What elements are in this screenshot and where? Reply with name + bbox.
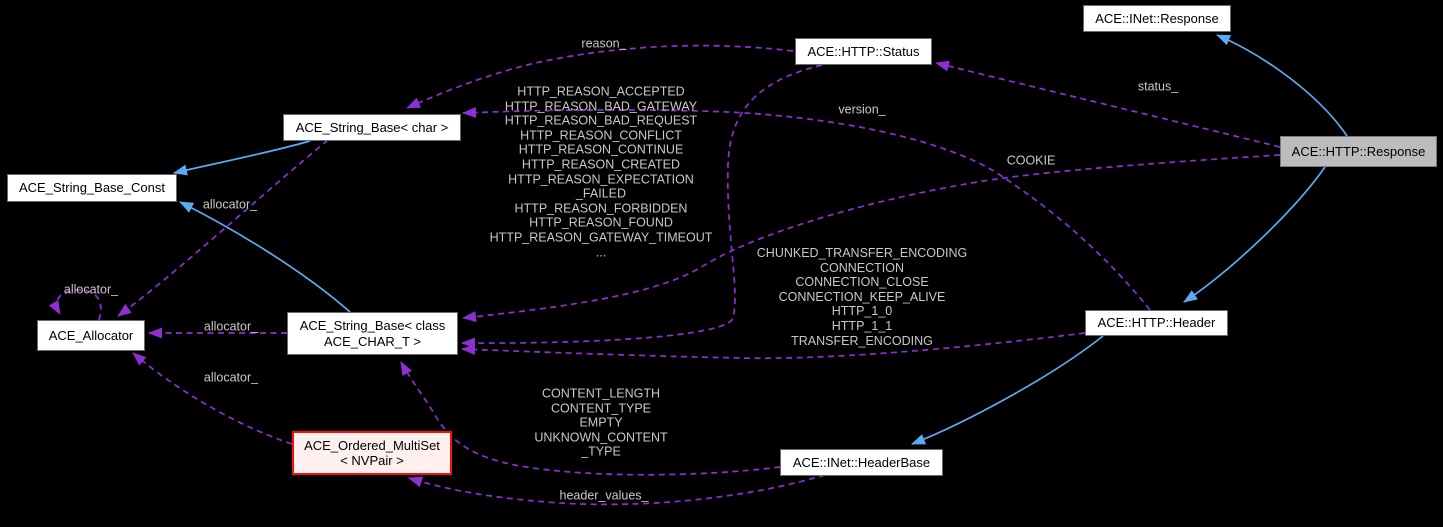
edge-chunked-constants xyxy=(461,332,1086,360)
edge-label-http-reason-constants: HTTP_REASON_ACCEPTED HTTP_REASON_BAD_GAT… xyxy=(489,84,713,259)
edge-label-status: status_ xyxy=(1137,79,1179,94)
edge-inherit-response-inet xyxy=(1216,34,1348,137)
edge-http-reason-constants xyxy=(461,64,823,349)
edge-allocator-from-multiset xyxy=(132,352,293,445)
edge-inherit-header-headerbase xyxy=(911,335,1104,445)
edge-cookie xyxy=(462,154,1281,323)
node-ace-allocator[interactable]: ACE_Allocator xyxy=(37,320,145,351)
node-http-header[interactable]: ACE::HTTP::Header xyxy=(1085,310,1228,336)
edge-label-allocator-from-multiset: allocator_ xyxy=(203,370,259,385)
edge-inherit-response-header xyxy=(1183,166,1326,303)
node-string-base-char[interactable]: ACE_String_Base< char > xyxy=(283,114,461,141)
node-http-response-current: ACE::HTTP::Response xyxy=(1280,136,1437,167)
edge-label-allocator-self: allocator_ xyxy=(63,282,119,297)
edge-inherit-stringt-const xyxy=(179,201,351,313)
edge-label-allocator-from-string-char: allocator_ xyxy=(202,197,258,212)
edge-label-version: version_ xyxy=(838,102,886,117)
edge-label-chunked-constants: CHUNKED_TRANSFER_ENCODING CONNECTION CON… xyxy=(756,245,968,348)
edge-content-constants xyxy=(400,361,781,476)
edge-inherit-stringchar-const xyxy=(173,140,311,176)
edge-allocator-self-loop xyxy=(48,289,102,321)
node-string-base-ace-char-t[interactable]: ACE_String_Base< class ACE_CHAR_T > xyxy=(287,312,458,355)
edge-status xyxy=(935,60,1281,148)
edge-version xyxy=(462,106,1151,311)
node-inet-headerbase[interactable]: ACE::INet::HeaderBase xyxy=(780,449,943,476)
node-string-base-const[interactable]: ACE_String_Base_Const xyxy=(7,174,177,202)
edge-label-content-constants: CONTENT_LENGTH CONTENT_TYPE EMPTY UNKNOW… xyxy=(534,386,668,459)
node-ordered-multiset-nvpair[interactable]: ACE_Ordered_MultiSet < NVPair > xyxy=(292,431,452,475)
edge-label-allocator-from-string-t: allocator_ xyxy=(203,319,259,334)
node-inet-response[interactable]: ACE::INet::Response xyxy=(1083,5,1231,32)
edge-header-values xyxy=(408,474,826,506)
edge-label-cookie: COOKIE xyxy=(1006,153,1056,168)
node-http-status[interactable]: ACE::HTTP::Status xyxy=(795,38,932,65)
edge-allocator-from-string-char xyxy=(117,139,329,317)
edge-label-reason: reason_ xyxy=(581,36,627,51)
edge-label-header-values: header_values_ xyxy=(559,488,649,503)
edge-reason xyxy=(406,44,794,109)
